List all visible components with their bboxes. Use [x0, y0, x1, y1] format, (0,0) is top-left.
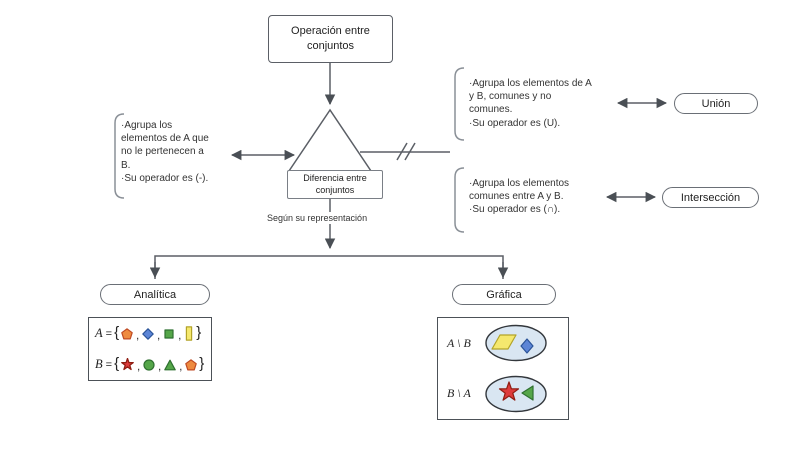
a-minus-b-venn-ellipse: [485, 325, 547, 362]
analytic-set-box: A = { , , , } B = {: [88, 317, 212, 381]
b-minus-a-label: B \ A: [447, 386, 471, 401]
pentagon-icon: [121, 327, 133, 339]
graphic-set-box: A \ B B \ A: [437, 317, 569, 420]
set-a-open-brace: {: [114, 324, 120, 341]
set-b-equals: =: [105, 358, 113, 371]
square-icon: [164, 328, 174, 339]
separator-comma: ,: [157, 329, 161, 342]
pill-analitica-label: Analítica: [133, 288, 177, 301]
node-operacion-entre-conjuntos: Operación entre conjuntos: [268, 15, 393, 63]
set-a-letter: A: [95, 326, 103, 340]
b-minus-a-venn-ellipse: [485, 375, 547, 412]
pill-interseccion: Intersección: [662, 187, 759, 208]
pill-interseccion-label: Intersección: [680, 191, 741, 204]
bracket-left: [114, 113, 125, 199]
break-slash-2: [404, 142, 416, 161]
separator-comma: ,: [158, 360, 162, 373]
node-diferencia-label-line2: conjuntos: [315, 184, 355, 195]
pill-union-label: Unión: [701, 97, 731, 110]
node-diferencia-label-line1: Diferencia entre: [303, 172, 367, 183]
node-operacion-label-line1: Operación entre: [291, 25, 370, 38]
pill-union: Unión: [674, 93, 758, 114]
pill-grafica-label: Gráfica: [486, 288, 522, 301]
triangle-icon: [164, 359, 177, 370]
note-interseccion: ·Agrupa los elementos comunes entre A y …: [469, 178, 570, 216]
set-b-close-brace: }: [199, 355, 205, 372]
separator-comma: ,: [137, 360, 141, 373]
star-icon: [498, 381, 519, 401]
diamond-icon: [142, 327, 154, 340]
separator-comma: ,: [179, 360, 183, 373]
triangle-icon: [521, 385, 534, 401]
pill-grafica: Gráfica: [452, 284, 556, 305]
representation-label: Según su representación: [264, 212, 371, 224]
node-operacion-label-line2: conjuntos: [306, 40, 355, 52]
star-icon: [121, 358, 134, 371]
pentagon-icon: [185, 358, 198, 370]
difference-triangle: [287, 108, 373, 172]
break-slash-1: [396, 142, 408, 161]
a-minus-b-row: A \ B: [438, 318, 568, 369]
set-a-row: A = { , , , }: [89, 318, 211, 349]
a-minus-b-label: A \ B: [447, 335, 471, 350]
set-a-equals: =: [105, 327, 113, 340]
diamond-icon: [520, 338, 534, 354]
set-b-row: B = { , , , }: [89, 349, 211, 380]
set-b-open-brace: {: [114, 355, 120, 372]
parallelogram-icon: [491, 334, 517, 350]
b-minus-a-row: B \ A: [438, 369, 568, 420]
bracket-union: [454, 67, 465, 141]
rectangle-icon: [186, 326, 193, 341]
pill-analitica: Analítica: [100, 284, 210, 305]
separator-comma: ,: [136, 329, 140, 342]
bracket-intersection: [454, 167, 465, 233]
set-b-letter: B: [95, 357, 103, 371]
note-diferencia: ·Agrupa los elementos de A que no le per…: [121, 120, 209, 184]
set-a-close-brace: }: [196, 324, 202, 341]
separator-comma: ,: [178, 329, 182, 342]
node-diferencia-entre-conjuntos: Diferencia entre conjuntos: [287, 170, 383, 199]
circle-icon: [143, 358, 155, 371]
connector-branch: [154, 255, 504, 279]
note-union: ·Agrupa los elementos de A y B, comunes …: [469, 78, 592, 129]
